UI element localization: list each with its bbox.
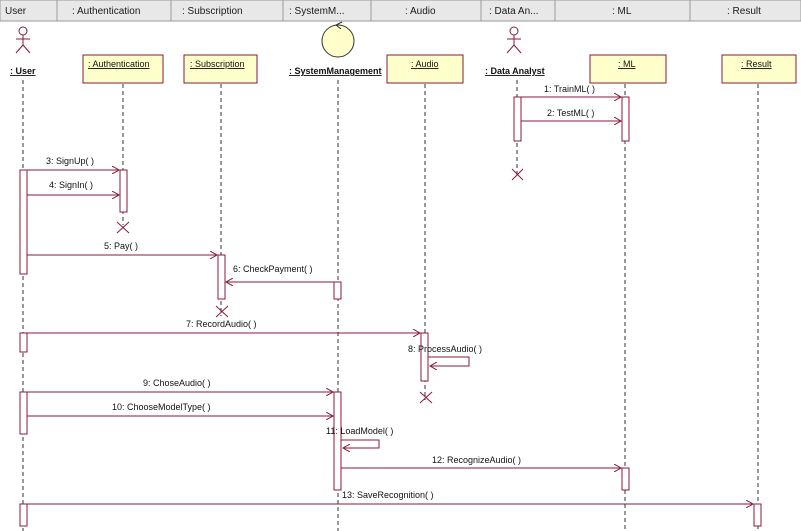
participant-authentication-box[interactable] [82, 54, 164, 84]
activation-ml-2 [621, 467, 630, 491]
participant-result-label: : Result [741, 59, 772, 69]
participant-audio-box[interactable] [386, 54, 464, 84]
header-col-systemmanagement[interactable]: : SystemM... [289, 6, 345, 17]
participant-result-box[interactable] [721, 54, 797, 84]
activation-subscription [217, 254, 226, 300]
participant-systemmanagement-label: : SystemManagement [289, 66, 382, 76]
message-10-label: 10: ChooseModelType( ) [112, 402, 211, 412]
message-6-label: 6: CheckPayment( ) [233, 264, 313, 274]
destroy-x-icon [215, 305, 229, 318]
activation-systemmanagement-2 [333, 391, 342, 491]
message-1-label: 1: TrainML( ) [544, 84, 595, 94]
message-11-arrow[interactable] [341, 439, 380, 448]
message-5-label: 5: Pay( ) [104, 241, 138, 251]
participant-data-analyst-label: : Data Analyst [485, 66, 545, 76]
actor-user[interactable] [15, 26, 31, 54]
participant-subscription-box[interactable] [183, 54, 258, 84]
header-col-subscription[interactable]: : Subscription [182, 6, 243, 17]
destroy-x-icon [419, 391, 433, 404]
activation-user-2 [19, 332, 28, 353]
participant-subscription-label: : Subscription [190, 59, 245, 69]
destroy-x-icon [116, 221, 130, 234]
message-7-label: 7: RecordAudio( ) [186, 319, 257, 329]
header-bar: User : Authentication : Subscription : S… [0, 0, 801, 22]
actor-data-analyst[interactable] [506, 26, 522, 54]
participant-authentication-label: : Authentication [88, 59, 150, 69]
message-11-label: 11: LoadModel( ) [326, 426, 393, 436]
message-13-label: 13: SaveRecognition( ) [342, 490, 434, 500]
destroy-x-icon [511, 168, 524, 181]
header-col-audio[interactable]: : Audio [405, 6, 436, 17]
control-icon[interactable] [321, 21, 355, 58]
message-8-arrow[interactable] [428, 356, 470, 366]
message-8-label: 8: ProcessAudio( ) [408, 344, 482, 354]
activation-user-3 [19, 391, 28, 435]
header-col-ml[interactable]: : ML [612, 6, 632, 17]
activation-result [753, 503, 762, 527]
header-col-data-analyst[interactable]: : Data An... [489, 6, 538, 17]
destroy-marks [116, 168, 524, 404]
participant-ml-label: : ML [618, 59, 636, 69]
lifelines [22, 80, 759, 531]
header-col-result[interactable]: : Result [727, 6, 761, 17]
participant-user-label: : User [10, 66, 36, 76]
activation-authentication [119, 169, 128, 213]
activation-user-1 [19, 169, 28, 275]
activation-ml-1 [621, 96, 630, 142]
activation-data-analyst [513, 96, 522, 142]
message-3-label: 3: SignUp( ) [46, 156, 94, 166]
message-4-label: 4: SignIn( ) [49, 180, 93, 190]
header-col-user[interactable]: User [5, 6, 27, 17]
activation-user-4 [19, 503, 28, 527]
activation-bars [19, 96, 762, 527]
participant-audio-label: : Audio [411, 59, 439, 69]
participant-ml-box[interactable] [589, 54, 667, 84]
activation-systemmanagement-1 [333, 281, 342, 300]
message-2-label: 2: TestML( ) [547, 108, 594, 118]
activation-audio [420, 332, 429, 382]
message-12-label: 12: RecognizeAudio( ) [432, 455, 521, 465]
message-9-label: 9: ChoseAudio( ) [143, 378, 211, 388]
header-col-authentication[interactable]: : Authentication [72, 6, 140, 17]
